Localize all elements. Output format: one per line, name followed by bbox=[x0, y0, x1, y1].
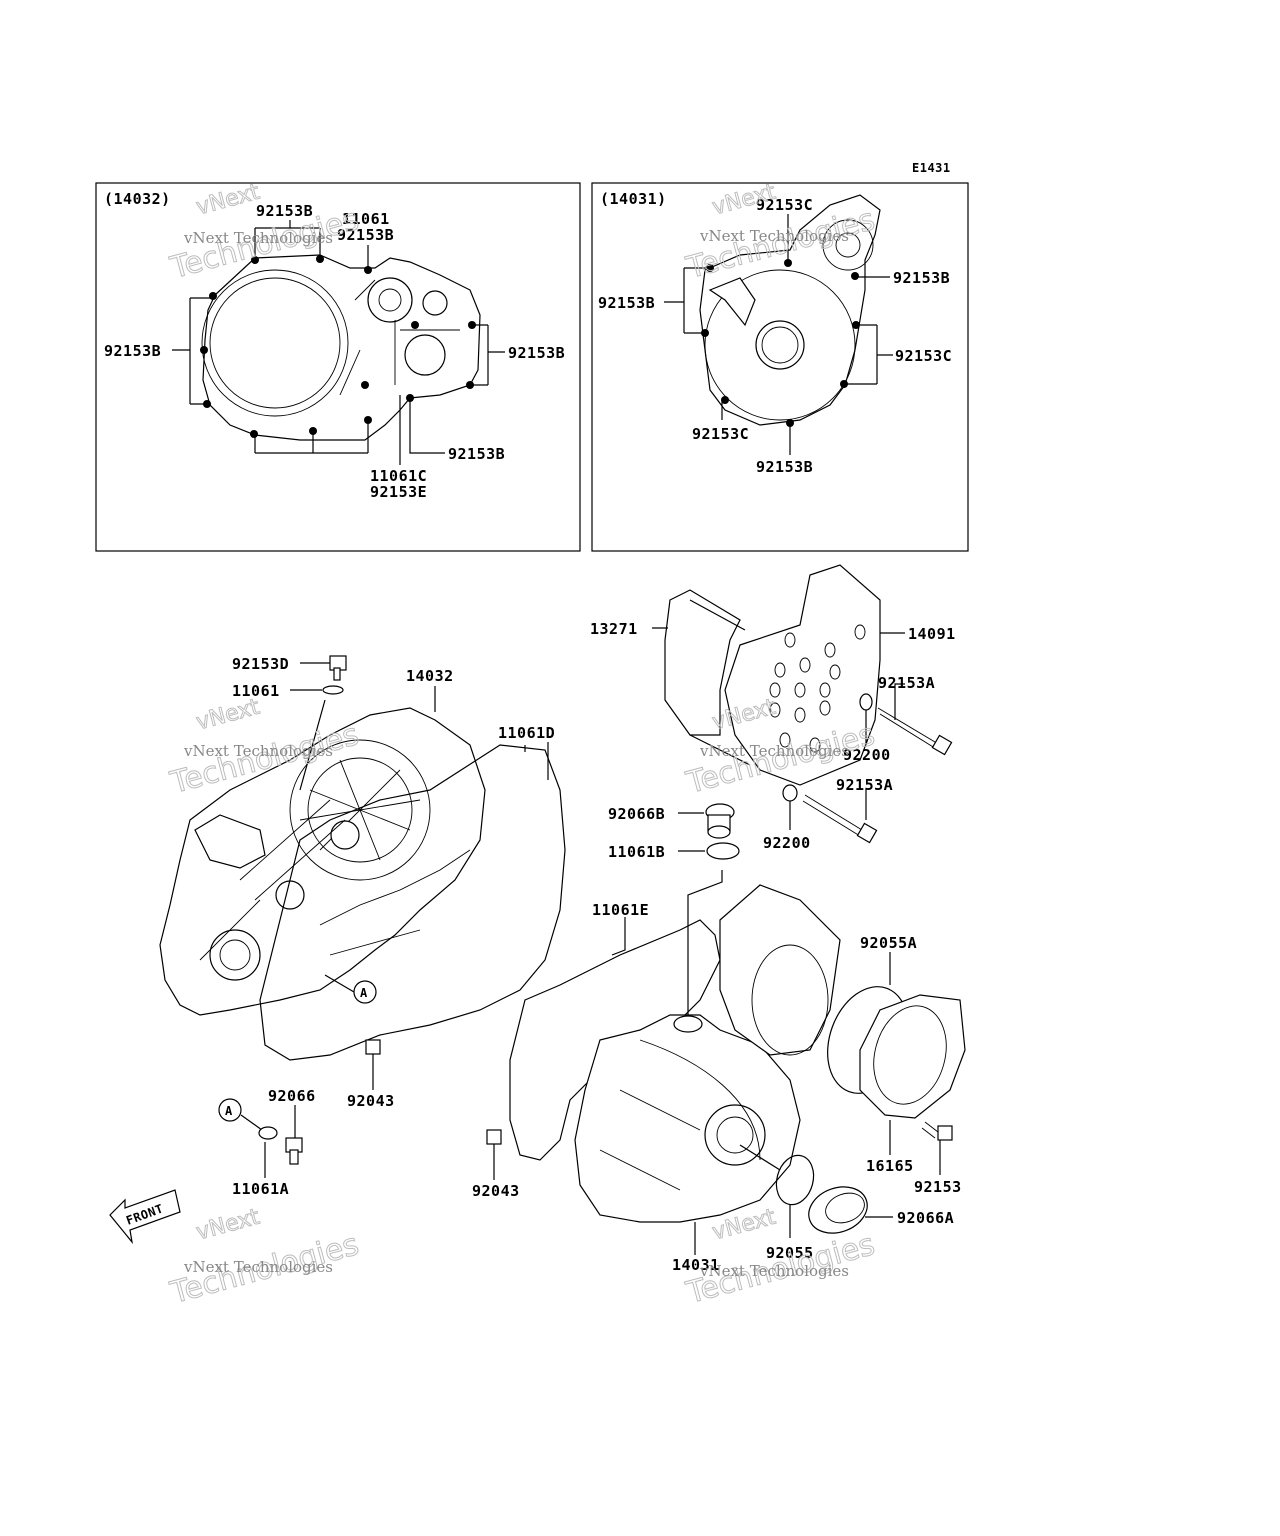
inset-left-label-right-b: 92153B bbox=[508, 344, 565, 362]
inset-left-cover bbox=[200, 254, 481, 441]
label-13271: 13271 bbox=[590, 620, 638, 638]
label-11061b: 11061B bbox=[608, 843, 665, 861]
label-11061a: 11061A bbox=[232, 1180, 289, 1198]
inset-right-label-bottom-b: 92153B bbox=[756, 458, 813, 476]
inset-left-label-bottom-b: 92153B bbox=[448, 445, 505, 463]
bolt-92153a-2 bbox=[802, 794, 878, 844]
inset-right-label-top-c: 92153C bbox=[756, 196, 813, 214]
svg-text:vNext: vNext bbox=[194, 1205, 263, 1246]
inset-left-frame bbox=[95, 182, 581, 552]
watermark-1-text: vNext Technologies bbox=[183, 229, 333, 247]
dowel-92043-left bbox=[365, 1039, 381, 1055]
inset-left-label-92153b-2: 92153B bbox=[337, 226, 394, 244]
label-92066a: 92066A bbox=[897, 1209, 954, 1227]
label-14031: 14031 bbox=[672, 1256, 720, 1274]
inset-right-label-right-c: 92153C bbox=[895, 347, 952, 365]
label-92066b: 92066B bbox=[608, 805, 665, 823]
label-11061e: 11061E bbox=[592, 901, 649, 919]
washer-11061 bbox=[322, 685, 344, 695]
gasket-11061d bbox=[259, 744, 566, 1061]
label-92066: 92066 bbox=[268, 1087, 316, 1105]
plug-92066 bbox=[285, 1137, 303, 1165]
label-92153a-2: 92153A bbox=[836, 776, 893, 794]
inset-left-label-left-b: 92153B bbox=[104, 342, 161, 360]
oring-92055 bbox=[775, 1154, 815, 1206]
inset-right-label-right-b: 92153B bbox=[893, 269, 950, 287]
inset-left-label-top-b: 92153B bbox=[256, 202, 313, 220]
inset-right-frame bbox=[591, 182, 969, 552]
label-92043-right: 92043 bbox=[472, 1182, 520, 1200]
dowel-92043-right bbox=[486, 1129, 502, 1145]
watermark-6-text: vNext Technologies bbox=[699, 1262, 849, 1280]
inset-left: (14032) 92153B 11061 92 bbox=[95, 182, 581, 552]
washer-11061b bbox=[706, 842, 740, 860]
bracket-13271 bbox=[664, 589, 741, 736]
ref-a-label-2: A bbox=[225, 1104, 233, 1118]
label-92055a: 92055A bbox=[860, 934, 917, 952]
bolt-92153d bbox=[329, 655, 347, 681]
label-92043-left: 92043 bbox=[347, 1092, 395, 1110]
clutch-cover-14032 bbox=[159, 707, 486, 1016]
ref-a-label-1: A bbox=[360, 986, 368, 1000]
watermark-5-text: vNext Technologies bbox=[183, 1258, 333, 1276]
inset-right-label-bottom-c: 92153C bbox=[692, 425, 749, 443]
label-11061d: 11061D bbox=[498, 724, 555, 742]
label-92153d: 92153D bbox=[232, 655, 289, 673]
plug-92066b bbox=[705, 803, 735, 839]
watermark-2-text: vNext Technologies bbox=[699, 227, 849, 245]
inset-left-label-11061c: 11061C bbox=[370, 467, 427, 485]
label-92153a-1: 92153A bbox=[878, 674, 935, 692]
inset-right: (14031) 92153C 92153B 92153B 92153C 9215… bbox=[591, 182, 969, 552]
ref-a-circle-2 bbox=[218, 1098, 242, 1122]
label-92153: 92153 bbox=[914, 1178, 962, 1196]
watermark-4-text: vNext Technologies bbox=[699, 742, 849, 760]
diagram-code: E1431 bbox=[912, 161, 951, 175]
front-arrow: FRONT bbox=[109, 1189, 181, 1245]
label-92055: 92055 bbox=[766, 1244, 814, 1262]
label-11061: 11061 bbox=[232, 682, 280, 700]
svg-text:vNext: vNext bbox=[194, 695, 263, 736]
watermark-5: vNext Technologies bbox=[166, 1204, 363, 1312]
svg-text:vNext: vNext bbox=[710, 180, 779, 221]
bolt-92153 bbox=[921, 1121, 953, 1141]
bolt-92153a-1 bbox=[877, 707, 953, 756]
label-92200-2: 92200 bbox=[763, 834, 811, 852]
label-92200-1: 92200 bbox=[843, 746, 891, 764]
label-14032: 14032 bbox=[406, 667, 454, 685]
svg-text:vNext: vNext bbox=[194, 180, 263, 221]
label-16165: 16165 bbox=[866, 1157, 914, 1175]
inset-right-title: (14031) bbox=[600, 190, 667, 208]
cap-16165 bbox=[859, 994, 966, 1119]
watermark-3-text: vNext Technologies bbox=[183, 742, 333, 760]
label-14091: 14091 bbox=[908, 625, 956, 643]
washer-92200-2 bbox=[782, 784, 798, 802]
inset-left-label-11061: 11061 bbox=[342, 210, 390, 228]
cover-14091 bbox=[724, 564, 881, 786]
inset-right-cover bbox=[699, 194, 881, 427]
washer-11061a bbox=[258, 1126, 278, 1140]
inset-right-label-left-b: 92153B bbox=[598, 294, 655, 312]
inset-left-title: (14032) bbox=[104, 190, 171, 208]
inset-left-label-92153e: 92153E bbox=[370, 483, 427, 501]
washer-92200-1 bbox=[859, 693, 873, 711]
main-view: A A FRONT bbox=[109, 564, 966, 1274]
generator-cover-14031 bbox=[574, 884, 841, 1223]
plug-92066a bbox=[808, 1186, 868, 1234]
